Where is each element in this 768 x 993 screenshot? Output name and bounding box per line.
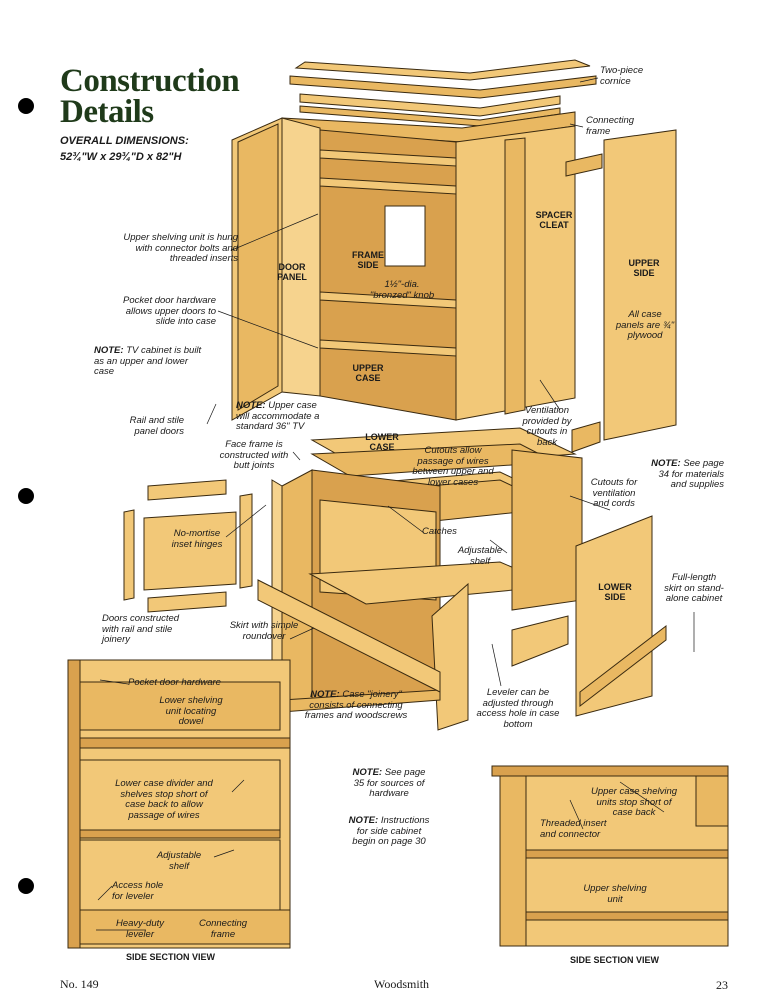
note-case-joinery: NOTE: Case "joinery" consists of connect… — [298, 689, 414, 722]
label-leveler-access: Leveler can be adjusted through access h… — [476, 687, 560, 730]
label-knob: 1½"-dia. "bronzed" knob — [369, 279, 435, 301]
label-access-hole: Access hole for leveler — [112, 880, 164, 902]
note-tv-cabinet-label: NOTE: — [94, 345, 124, 356]
label-ventilation: Ventilation provided by cutouts in back — [522, 405, 572, 448]
label-catches: Catches — [422, 526, 457, 537]
label-rail-stile-doors: Rail and stile panel doors — [129, 415, 184, 437]
note-side-cabinet-text: Instructions for side cabinet begin on p… — [352, 815, 430, 847]
caption-right-section: SIDE SECTION VIEW — [570, 955, 660, 965]
note-see-page-34: NOTE: See page 34 for materials and supp… — [648, 458, 724, 491]
label-upper-side: UPPER SIDE — [628, 258, 660, 278]
note-see-page-35: NOTE: See page 35 for sources of hardwar… — [350, 767, 428, 800]
label-lower-shelving-dowel: Lower shelving unit locating dowel — [159, 695, 223, 727]
footer-page-number: 23 — [716, 978, 728, 992]
label-skirt-roundover: Skirt with simple roundover — [229, 620, 299, 642]
note-upper-case-label: NOTE: — [236, 400, 266, 411]
note-case-joinery-label: NOTE: — [310, 689, 340, 700]
note-see-page-34-text: See page 34 for materials and supplies — [658, 458, 724, 490]
label-all-case-panels: All case panels are ¾" plywood — [615, 309, 675, 341]
note-upper-case-text: Upper case will accommodate a standard 3… — [236, 400, 320, 432]
label-upper-case: UPPER CASE — [352, 363, 384, 383]
note-tv-cabinet-text: TV cabinet is built as an upper and lowe… — [94, 345, 202, 377]
label-lower-case-divider: Lower case divider and shelves stop shor… — [115, 778, 213, 821]
label-full-length-skirt: Full-length skirt on stand-alone cabinet — [664, 572, 724, 604]
note-case-joinery-text: Case "joinery" consists of connecting fr… — [304, 689, 408, 721]
label-frame-side: FRAME SIDE — [352, 250, 384, 270]
label-two-piece-cornice: Two-piece cornice — [600, 65, 644, 87]
dimensions-label: OVERALL DIMENSIONS: — [60, 135, 189, 147]
label-upper-shelving-stop: Upper case shelving units stop short of … — [590, 786, 678, 818]
label-pocket-door-hardware: Pocket door hardware — [128, 677, 221, 688]
label-doors-constructed: Doors constructed with rail and stile jo… — [102, 613, 180, 645]
label-cutouts-ventilation: Cutouts for ventilation and cords — [590, 477, 638, 509]
label-adjustable-shelf: Adjustable shelf — [457, 545, 503, 567]
label-lower-case: LOWER CASE — [365, 432, 399, 452]
note-see-page-35-text: See page 35 for sources of hardware — [353, 767, 426, 799]
label-no-mortise-hinges: No-mortise inset hinges — [171, 528, 223, 550]
binder-hole-icon — [18, 878, 34, 894]
label-door-panel: DOOR PANEL — [277, 262, 307, 282]
footer-issue: No. 149 — [60, 977, 99, 991]
note-tv-cabinet: NOTE: TV cabinet is built as an upper an… — [94, 345, 204, 378]
label-adjustable-shelf-section: Adjustable shelf — [156, 850, 202, 872]
binder-hole-icon — [18, 98, 34, 114]
label-cutouts-wires: Cutouts allow passage of wires between u… — [412, 445, 494, 488]
note-side-cabinet: NOTE: Instructions for side cabinet begi… — [346, 815, 432, 848]
label-heavy-duty-leveler: Heavy-duty leveler — [115, 918, 165, 940]
note-side-cabinet-label: NOTE: — [348, 815, 379, 826]
label-lower-side: LOWER SIDE — [598, 582, 632, 602]
caption-left-section: SIDE SECTION VIEW — [126, 952, 216, 962]
footer-magazine: Woodsmith — [374, 977, 430, 991]
note-see-page-34-label: NOTE: — [651, 458, 681, 469]
page-title-line2: Details — [60, 94, 154, 130]
label-connecting-frame: Connecting frame — [586, 115, 635, 137]
label-threaded-insert: Threaded insert and connector — [540, 818, 607, 840]
label-connecting-frame-section: Connecting frame — [198, 918, 248, 940]
label-pocket-door-note: Pocket door hardware allows upper doors … — [123, 295, 216, 327]
overall-dimensions: OVERALL DIMENSIONS: 52¾"W x 29¾"D x 82"H — [60, 133, 189, 165]
page-title-line1: Construction — [60, 63, 240, 99]
note-see-page-35-label: NOTE: — [352, 767, 383, 778]
binder-hole-icon — [18, 488, 34, 504]
note-upper-case: NOTE: Upper case will accommodate a stan… — [236, 400, 322, 433]
label-face-frame: Face frame is constructed with butt join… — [219, 439, 289, 471]
label-spacer-cleat: SPACER CLEAT — [535, 210, 573, 230]
label-upper-shelving-hung: Upper shelving unit is hung with connect… — [123, 232, 238, 264]
dimensions-value: 52¾"W x 29¾"D x 82"H — [60, 151, 182, 163]
label-upper-shelving-unit: Upper shelving unit — [583, 883, 647, 905]
page-title: Construction Details — [60, 63, 240, 130]
